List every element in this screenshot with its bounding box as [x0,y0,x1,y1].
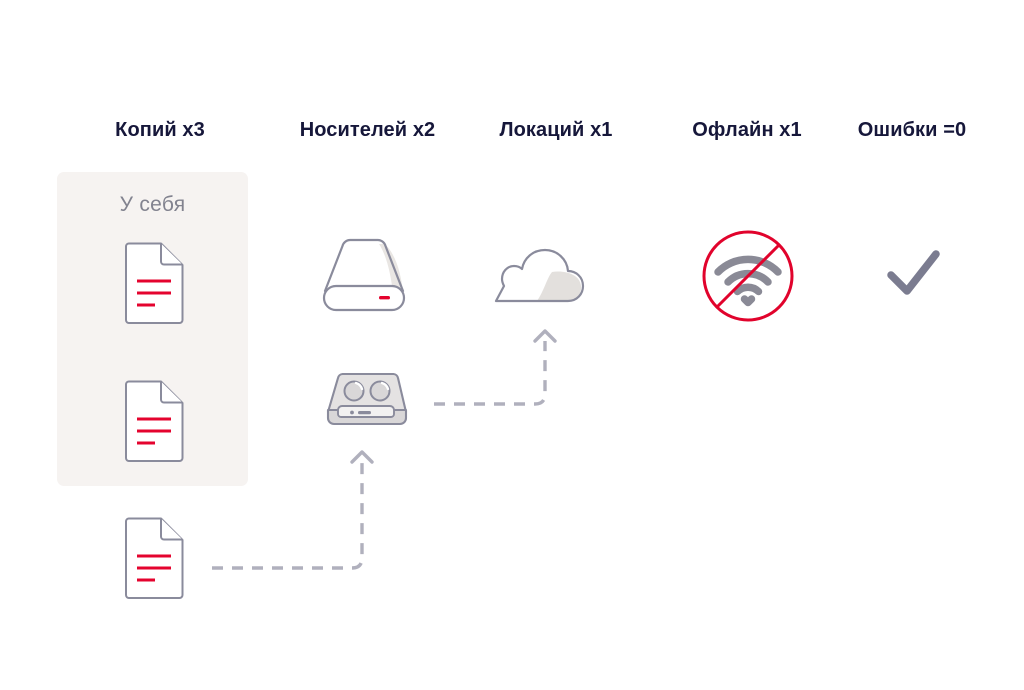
column-header-errors-label: Ошибки =0 [857,119,967,141]
cloud-icon [492,246,588,308]
column-header-locations: Локаций x1 [482,120,630,140]
wifi-icon [714,255,782,307]
no-wifi-icon [700,228,796,324]
document-icon [122,517,186,600]
column-header-media-label: Носителей x2 [299,119,436,141]
external-hard-drive-icon [315,236,413,314]
column-header-copies: Копий x3 [95,120,225,140]
column-header-offline-label: Офлайн x1 [692,119,802,141]
column-header-errors: Ошибки =0 [838,120,986,140]
checkmark-icon [886,247,942,299]
dashed-arrow-tape-to-cloud [434,329,557,406]
column-header-media: Носителей x2 [280,120,455,140]
column-header-locations-label: Локаций x1 [499,119,613,141]
document-icon [122,242,186,325]
tape-cartridge-icon [320,370,412,432]
on-premise-card-label: У себя [119,193,186,216]
document-icon [122,380,186,463]
column-header-offline: Офлайн x1 [678,120,816,140]
column-header-copies-label: Копий x3 [115,119,205,141]
